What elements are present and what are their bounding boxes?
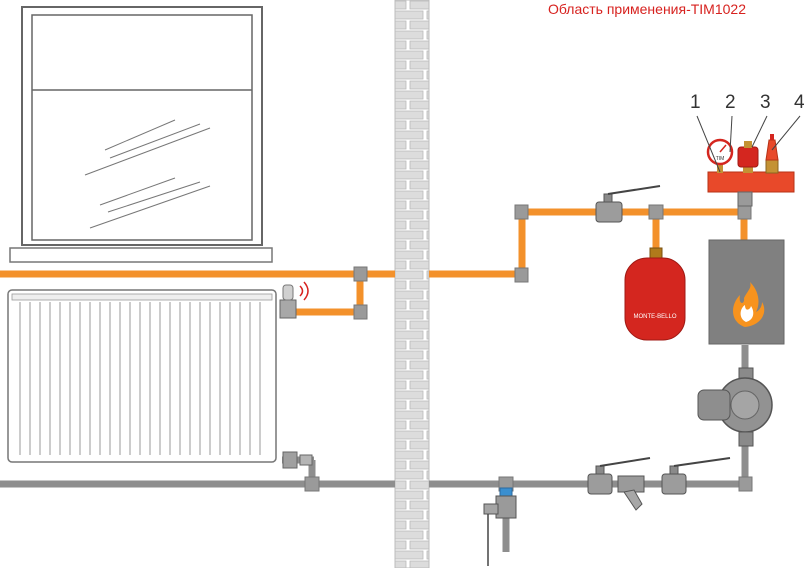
strainer-icon	[617, 475, 645, 511]
drain-valve-icon	[483, 487, 517, 566]
ball-valve-icon	[595, 185, 661, 223]
pipe-fittings	[304, 204, 753, 492]
air-vent-icon	[737, 141, 759, 173]
safety-valve-icon	[765, 134, 779, 174]
expansion-tank-label: MONTE-BELLO	[633, 314, 676, 320]
brick-wall-icon	[394, 0, 430, 569]
window-icon	[9, 6, 273, 263]
circulation-pump-icon	[697, 367, 773, 447]
callout-1: 1	[690, 92, 701, 113]
gauge-label: TIM	[716, 156, 725, 162]
pressure-gauge-icon: TIM	[706, 138, 734, 173]
return-ball-valve-icon	[587, 457, 651, 495]
boiler-icon	[708, 239, 785, 345]
callout-3: 3	[760, 92, 771, 113]
safety-group-manifold: TIM	[706, 134, 795, 207]
flame-icon	[733, 282, 765, 327]
expansion-tank-icon: MONTE-BELLO	[624, 247, 686, 341]
thermostatic-head-icon	[279, 281, 309, 319]
callout-2: 2	[725, 92, 736, 113]
callout-lines	[696, 115, 801, 173]
radiator-icon	[7, 289, 277, 463]
callout-4: 4	[794, 92, 805, 113]
radiator-return-valve-icon	[282, 451, 313, 469]
page-title: Область применения-TIM1022	[548, 1, 746, 17]
pump-ball-valve-icon	[661, 457, 731, 495]
